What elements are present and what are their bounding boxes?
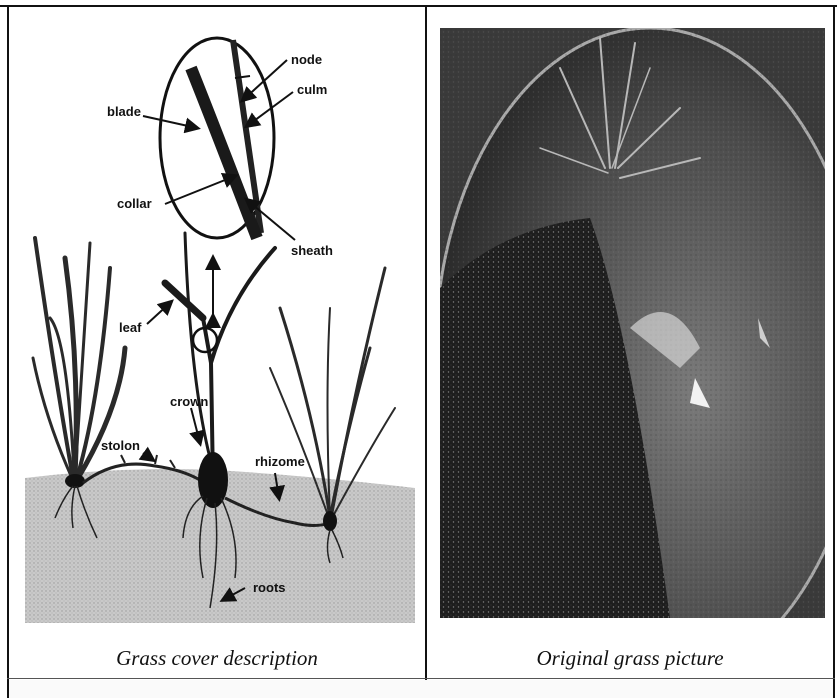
label-roots: roots xyxy=(253,580,286,595)
grass-anatomy-diagram: node culm blade collar sheath leaf crown… xyxy=(25,18,415,623)
caption-row-divider xyxy=(7,678,835,679)
label-leaf: leaf xyxy=(119,320,142,335)
label-blade: blade xyxy=(107,104,141,119)
label-sheath: sheath xyxy=(291,243,333,258)
table-top-border xyxy=(0,5,837,7)
grass-photo xyxy=(440,28,825,618)
label-culm: culm xyxy=(297,82,327,97)
crown-mass xyxy=(198,452,228,508)
label-rhizome: rhizome xyxy=(255,454,305,469)
caption-original-grass-picture: Original grass picture xyxy=(427,646,833,671)
label-node: node xyxy=(291,52,322,67)
table-left-border xyxy=(7,5,9,698)
label-collar: collar xyxy=(117,196,152,211)
label-crown: crown xyxy=(170,394,208,409)
next-row xyxy=(9,680,833,698)
center-plant xyxy=(165,233,275,483)
table-right-border xyxy=(833,5,835,698)
label-stolon: stolon xyxy=(101,438,140,453)
caption-grass-cover-description: Grass cover description xyxy=(9,646,425,671)
table-middle-divider xyxy=(425,5,427,698)
